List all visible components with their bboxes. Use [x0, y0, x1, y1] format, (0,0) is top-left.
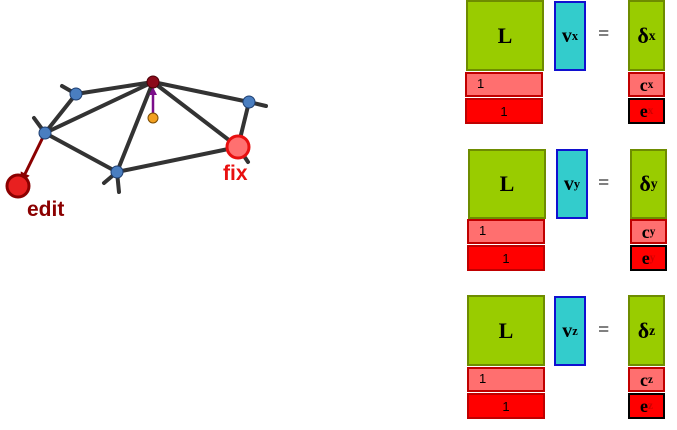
delta-symbol: δ: [637, 317, 650, 343]
fix-handle: [225, 134, 251, 160]
e-symbol: e: [639, 101, 648, 121]
constraint-row-one-fix: 1: [467, 367, 545, 392]
mesh-edge: [43, 80, 155, 135]
mesh-edge: [115, 80, 155, 174]
mesh-edge: [43, 131, 119, 174]
edit-label: edit: [27, 198, 65, 221]
v-symbol: v: [562, 320, 573, 342]
e-symbol: e: [641, 248, 650, 268]
delta-symbol: δ: [639, 171, 651, 196]
mesh-diagram: [5, 75, 268, 199]
delta-symbol: δ: [637, 22, 649, 48]
constraint-row-one-edit: 1: [467, 245, 545, 271]
laplacian-matrix: L: [468, 149, 546, 219]
laplacian-matrix: L: [467, 295, 545, 366]
laplacian-matrix: L: [466, 0, 544, 71]
constraint-row-one-fix: 1: [465, 72, 543, 97]
mesh-edge: [74, 80, 155, 96]
vertex-node: [69, 87, 83, 101]
mesh-edge: [151, 80, 240, 149]
constraint-row-one-edit: 1: [465, 98, 543, 124]
e-symbol: e: [640, 396, 649, 416]
fix-label: fix: [223, 162, 248, 185]
v-symbol: v: [563, 173, 574, 195]
constraint-row-one-fix: 1: [467, 219, 545, 244]
vertex-node: [110, 165, 124, 179]
edit-arrow: [20, 132, 47, 183]
equals-sign: =: [598, 23, 610, 45]
mesh-edge: [43, 92, 78, 135]
vertex-node: [242, 95, 256, 109]
mesh-edge: [115, 145, 240, 174]
edit-handle: [5, 173, 31, 199]
c-symbol: c: [639, 74, 648, 95]
target-dot: [147, 112, 159, 124]
equals-sign: =: [598, 172, 610, 194]
apex-node: [146, 75, 160, 89]
equals-sign: =: [598, 319, 610, 341]
c-symbol: c: [641, 221, 650, 242]
c-symbol: c: [640, 369, 649, 390]
constraint-row-one-edit: 1: [467, 393, 545, 419]
vertex-node: [38, 126, 52, 140]
mesh-edge: [151, 80, 251, 104]
v-symbol: v: [561, 25, 572, 47]
